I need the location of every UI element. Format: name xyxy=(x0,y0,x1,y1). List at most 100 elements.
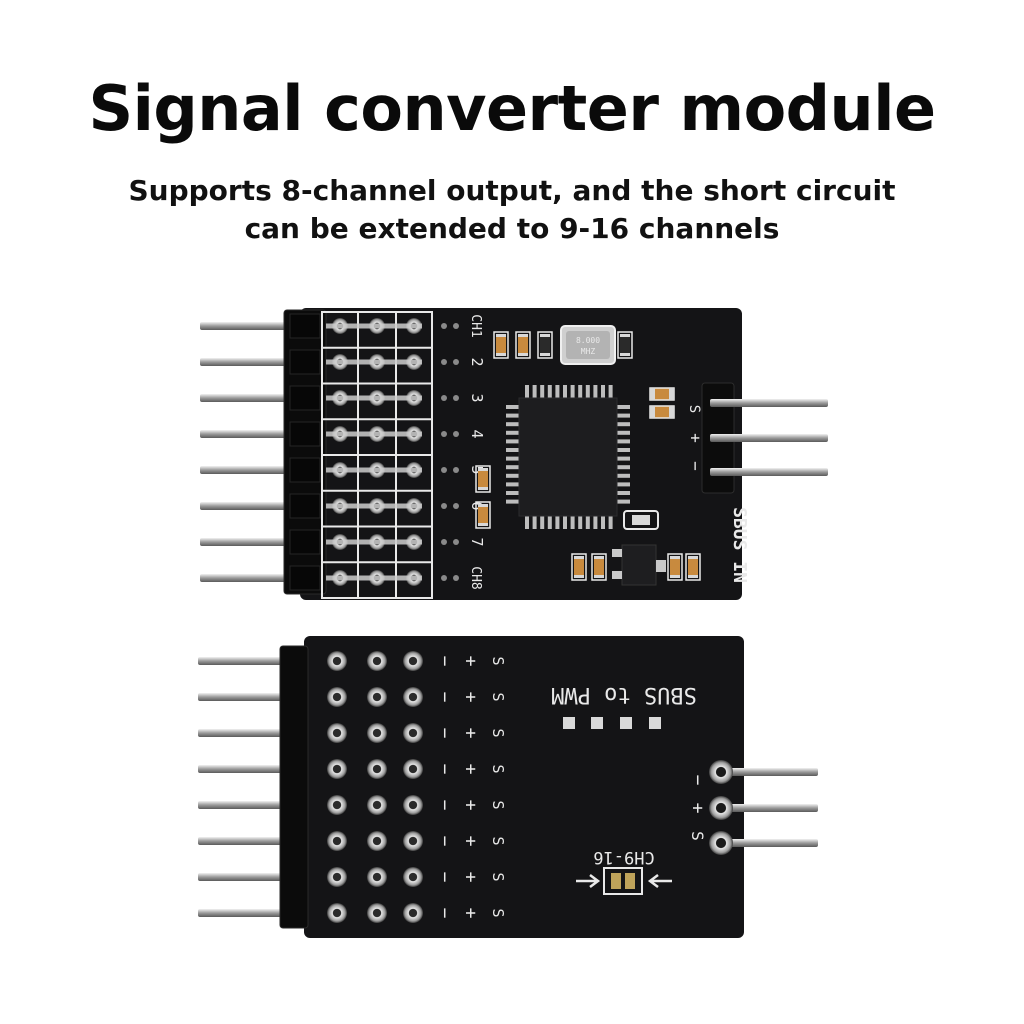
bottom-left-pins xyxy=(198,657,288,917)
side-label-s: S xyxy=(688,831,707,841)
pin-tail xyxy=(326,575,422,581)
bottom-side-header: − + S xyxy=(687,760,818,855)
smd-part xyxy=(493,331,509,359)
subtitle-line-2: can be extended to 9-16 channels xyxy=(244,212,780,245)
bottom-pad-grid xyxy=(327,651,423,923)
side-header-pin xyxy=(718,804,818,812)
smd-part xyxy=(649,387,675,401)
row-pin-label: − xyxy=(434,800,455,811)
channel-label-8: CH8 xyxy=(468,566,483,589)
header-pin xyxy=(200,430,290,438)
smd-part xyxy=(571,553,587,581)
channel-label-1: CH1 xyxy=(468,314,483,337)
row-pin-label: − xyxy=(434,908,455,919)
header-pin xyxy=(198,765,288,773)
channel-label-7: 7 xyxy=(468,537,486,546)
sbus-input-pin xyxy=(710,468,828,476)
pin-tail xyxy=(326,467,422,473)
header-pin xyxy=(198,657,288,665)
sbus-input-header: S + − SBUS IN xyxy=(686,382,828,583)
smd-part xyxy=(591,553,607,581)
smd-part xyxy=(475,465,491,493)
bottom-board: −+S−+S−+S−+S−+S−+S−+S−+S SBUS to PWM CH9… xyxy=(198,636,818,938)
row-pin-label: S xyxy=(489,872,507,881)
pin-tail xyxy=(326,431,422,437)
row-pin-label: + xyxy=(460,728,481,739)
channel-label-5: 5 xyxy=(468,465,486,474)
input-label-minus: − xyxy=(686,461,705,471)
side-header-pin xyxy=(718,768,818,776)
header-pin xyxy=(198,693,288,701)
ch9-16-label: CH9-16 xyxy=(593,847,654,867)
header-pin xyxy=(200,358,290,366)
bottom-pcb xyxy=(304,636,744,938)
ch9-16-jumper xyxy=(576,867,672,895)
row-pin-label: S xyxy=(489,692,507,701)
smd-part xyxy=(515,331,531,359)
row-pin-label: − xyxy=(434,656,455,667)
row-pin-label: + xyxy=(460,872,481,883)
smd-part xyxy=(475,501,491,529)
smd-part xyxy=(537,331,553,359)
channel-label-4: 4 xyxy=(468,429,486,438)
subtitle-line-1: Supports 8-channel output, and the short… xyxy=(128,174,896,207)
smd-part xyxy=(649,405,675,419)
header-slot xyxy=(289,313,321,339)
header-pin xyxy=(198,873,288,881)
row-pin-label: − xyxy=(434,692,455,703)
row-pin-label: + xyxy=(460,764,481,775)
input-label-plus: + xyxy=(686,433,705,443)
channel-label-2: 2 xyxy=(468,357,486,366)
row-pin-label: S xyxy=(489,908,507,917)
crystal-oscillator: 8.000 MHZ xyxy=(560,325,616,365)
crystal-text-1: 8.000 xyxy=(576,336,600,345)
sbus-input-pin xyxy=(710,399,828,407)
pin-tail xyxy=(326,503,422,509)
row-pin-label: + xyxy=(460,836,481,847)
side-label-plus: + xyxy=(687,803,708,814)
header-slot xyxy=(289,493,321,519)
header-slot xyxy=(289,457,321,483)
row-pin-label: S xyxy=(489,764,507,773)
row-pin-label: S xyxy=(489,728,507,737)
smd-part xyxy=(617,331,633,359)
row-pin-label: − xyxy=(434,872,455,883)
test-pads xyxy=(563,717,661,729)
header-pin xyxy=(200,466,290,474)
arrow-left-icon xyxy=(647,874,672,888)
side-label-minus: − xyxy=(687,775,708,786)
row-pin-label: S xyxy=(489,800,507,809)
row-pin-label: + xyxy=(460,800,481,811)
header-slot xyxy=(289,565,321,591)
page-title: Signal converter module xyxy=(88,72,937,145)
row-pin-label: − xyxy=(434,728,455,739)
smd-part xyxy=(667,553,683,581)
row-pin-label: S xyxy=(489,836,507,845)
row-pin-label: − xyxy=(434,764,455,775)
pin-tail xyxy=(326,539,422,545)
row-pin-label: − xyxy=(434,836,455,847)
header-pin xyxy=(198,729,288,737)
channel-label-6: 6 xyxy=(468,501,486,510)
header-pin xyxy=(200,574,290,582)
channel-label-3: 3 xyxy=(468,393,486,402)
sbus-input-pin xyxy=(710,434,828,442)
top-left-pins xyxy=(200,322,290,582)
sbus-to-pwm-label: SBUS to PWM xyxy=(551,682,697,707)
top-header-block xyxy=(283,309,327,595)
row-pin-label: + xyxy=(460,656,481,667)
pin-tail xyxy=(326,323,422,329)
status-led xyxy=(623,510,659,530)
microcontroller-chip xyxy=(506,385,630,529)
input-label-s: S xyxy=(686,405,702,413)
header-slot xyxy=(289,421,321,447)
header-pin xyxy=(200,322,290,330)
header-slot xyxy=(289,385,321,411)
header-pin xyxy=(200,502,290,510)
voltage-regulator xyxy=(612,544,666,586)
page-subtitle: Supports 8-channel output, and the short… xyxy=(80,172,944,248)
pin-tail xyxy=(326,395,422,401)
sbus-in-label: SBUS IN xyxy=(729,507,750,583)
header-slot xyxy=(289,529,321,555)
